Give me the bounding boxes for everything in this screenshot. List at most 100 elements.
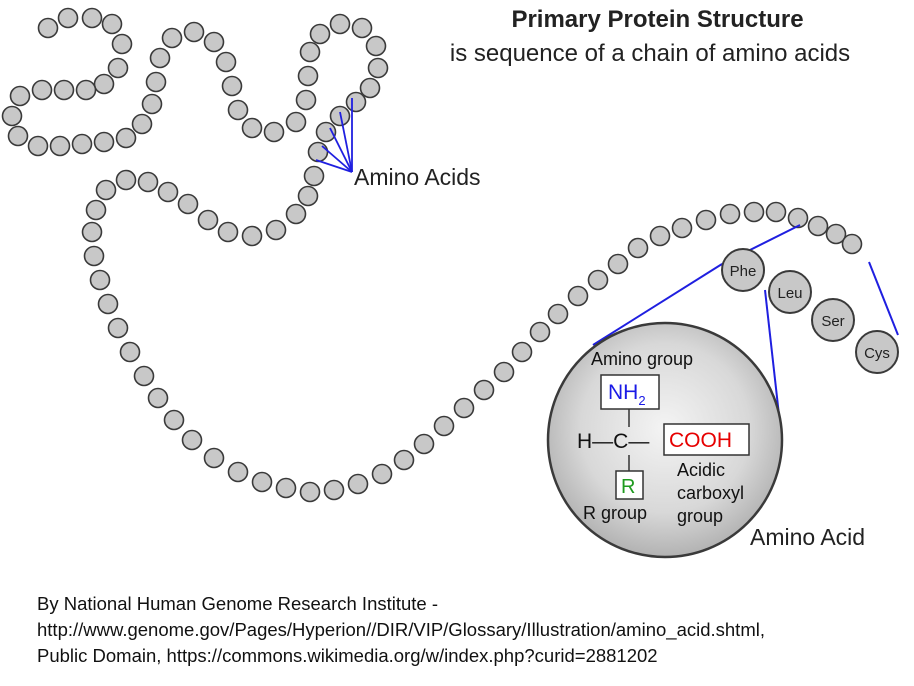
amino-acid-zoom-circle: Amino group NH2 H—C— COOH R R group Acid… (546, 321, 784, 559)
zoom-line-far-right (868, 261, 899, 336)
chain-bead (197, 209, 219, 231)
chain-bead (303, 165, 325, 187)
residue-bead-ser (811, 298, 855, 342)
chain-bead (203, 447, 225, 469)
chain-bead (137, 171, 159, 193)
chain-bead (163, 409, 185, 431)
chain-bead (141, 93, 163, 115)
chain-bead (37, 17, 59, 39)
chain-bead (53, 79, 75, 101)
residue-label-leu: Leu (777, 285, 802, 302)
chain-bead (359, 77, 381, 99)
chain-bead (315, 121, 337, 143)
chain-bead (75, 79, 97, 101)
chain-bead (177, 193, 199, 215)
chain-bead (221, 75, 243, 97)
chain-bead (81, 7, 103, 29)
r-group-label: R group (583, 503, 647, 523)
chain-bead (83, 245, 105, 267)
residue-bead-phe (721, 248, 765, 292)
acidic-label-line2: carboxyl (677, 483, 744, 503)
chain-bead (607, 253, 629, 275)
chain-bead (115, 127, 137, 149)
chain-bead (511, 341, 533, 363)
chain-bead (825, 223, 847, 245)
chain-bead (31, 79, 53, 101)
chain-bead (413, 433, 435, 455)
chain-bead (7, 125, 29, 147)
chain-bead (203, 31, 225, 53)
chain-bead (493, 361, 515, 383)
chain-bead (95, 179, 117, 201)
chain-bead (649, 225, 671, 247)
chain-bead (299, 41, 321, 63)
chain-bead (297, 65, 319, 87)
zoom-line-left (592, 263, 723, 346)
chain-bead (57, 7, 79, 29)
chain-bead (85, 199, 107, 221)
chain-bead (627, 237, 649, 259)
chain-bead (9, 85, 31, 107)
chain-bead (251, 471, 273, 493)
cooh-box (663, 423, 750, 456)
chain-bead (217, 221, 239, 243)
residue-label-phe: Phe (730, 263, 757, 280)
residue-label-ser: Ser (821, 313, 844, 330)
chain-bead (329, 13, 351, 35)
chain-bead (297, 185, 319, 207)
chain-bead (695, 209, 717, 231)
acidic-label-line3: group (677, 506, 723, 526)
chain-bead (299, 481, 321, 503)
chain-bead (433, 415, 455, 437)
chain-bead (295, 89, 317, 111)
amino-acids-pointer-line (339, 111, 353, 173)
chain-bead (181, 429, 203, 451)
attribution-text: By National Human Genome Research Instit… (37, 591, 907, 669)
chain-bead (1, 105, 23, 127)
nh2-box (600, 374, 660, 410)
chain-bead (111, 33, 133, 55)
chain-bead (49, 135, 71, 157)
chain-bead (241, 117, 263, 139)
amino-group-label: Amino group (591, 349, 693, 369)
chain-bead (807, 215, 829, 237)
chain-bead (275, 477, 297, 499)
chain-bead (215, 51, 237, 73)
chain-bead (307, 141, 329, 163)
chain-bead (161, 27, 183, 49)
chain-bead (473, 379, 495, 401)
chain-bead (107, 317, 129, 339)
chain-bead (183, 21, 205, 43)
chain-bead (309, 23, 331, 45)
chain-bead (227, 99, 249, 121)
residue-beads: Phe Leu Ser Cys (721, 248, 899, 374)
chain-bead (149, 47, 171, 69)
chain-bead (263, 121, 285, 143)
chain-bead (453, 397, 475, 419)
amino-acids-pointer-line (315, 159, 353, 173)
chain-bead (101, 13, 123, 35)
chain-bead (671, 217, 693, 239)
chain-bead (719, 203, 741, 225)
chain-bead (265, 219, 287, 241)
h-c-text: H—C— (577, 430, 649, 453)
chain-bead (89, 269, 111, 291)
chain-bead (371, 463, 393, 485)
chain-bead (285, 111, 307, 133)
chain-bead (567, 285, 589, 307)
amino-acids-pointer-lines (315, 98, 353, 173)
chain-bead (743, 201, 765, 223)
chain-bead (157, 181, 179, 203)
chain-bead (145, 71, 167, 93)
chain-bead (147, 387, 169, 409)
chain-bead (133, 365, 155, 387)
chain-bead (27, 135, 49, 157)
chain-bead (367, 57, 389, 79)
chain-bead (587, 269, 609, 291)
chain-bead (71, 133, 93, 155)
nh2-text: NH2 (608, 381, 646, 408)
chain-bead (765, 201, 787, 223)
chain-bead (241, 225, 263, 247)
